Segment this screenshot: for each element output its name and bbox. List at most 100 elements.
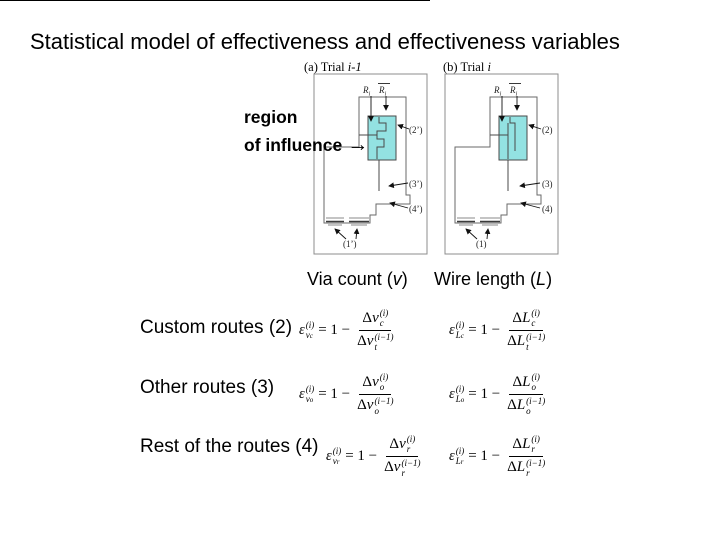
variable: L xyxy=(516,459,526,476)
epsilon: ε xyxy=(299,385,305,402)
sub-subscript: c xyxy=(309,332,313,340)
delta: Δ xyxy=(357,333,367,350)
scripts: (i−1)t xyxy=(526,332,545,353)
callout-1-arrow-left xyxy=(334,228,347,240)
callout-2-arrow xyxy=(528,123,542,130)
scripts: (i)vr xyxy=(333,446,342,467)
caption-a-var: i-1 xyxy=(347,60,362,74)
delta: Δ xyxy=(384,459,394,476)
region-of-influence-rect xyxy=(367,115,397,161)
callout-1: (1’) xyxy=(343,239,357,249)
callout-3-arrow xyxy=(519,182,541,189)
variable: v xyxy=(366,397,374,414)
subscript: vo xyxy=(305,394,314,404)
row-label-rest-routes: Rest of the routes (4) xyxy=(140,436,319,457)
subscript: o xyxy=(379,382,385,393)
superscript: (i−1) xyxy=(526,457,546,468)
equals-one-minus: = 1 − xyxy=(468,447,501,464)
via-header-var: v xyxy=(392,269,402,289)
subscript: c xyxy=(379,318,384,329)
outer-box xyxy=(313,73,428,255)
caption-b-text: (b) Trial xyxy=(443,60,488,74)
epsilon: ε xyxy=(299,321,305,338)
via-header-text: Via count ( xyxy=(307,269,393,289)
scripts: (i)Lr xyxy=(456,446,465,467)
scripts: (i−1)o xyxy=(374,396,393,417)
caption-trial-a: (a) Trial i-1 xyxy=(304,60,362,75)
scripts: (i)o xyxy=(531,372,540,393)
subscript: Lo xyxy=(455,394,465,404)
subscript: r xyxy=(401,467,405,478)
delta: Δ xyxy=(389,435,400,452)
superscript: (i) xyxy=(455,319,465,330)
top-border-line xyxy=(0,0,430,1)
superscript: (i−1) xyxy=(401,457,421,468)
slide-title: Statistical model of effectiveness and e… xyxy=(30,29,620,54)
callout-2-arrow xyxy=(397,123,410,130)
r-label: Ri xyxy=(493,85,502,98)
callout-1: (1) xyxy=(476,239,487,249)
callout-3: (3) xyxy=(542,179,553,189)
variable: v xyxy=(372,309,379,326)
superscript: (i−1) xyxy=(374,395,394,406)
superscript: (i) xyxy=(455,383,465,394)
epsilon-term: ε(i)Lc xyxy=(449,320,464,341)
subscript: t xyxy=(374,341,377,352)
subscript: o xyxy=(526,405,531,416)
epsilon: ε xyxy=(326,447,332,464)
equals-one-minus: = 1 − xyxy=(345,447,378,464)
via-count-header: Via count (v) xyxy=(307,269,408,290)
variable: v xyxy=(366,333,374,350)
variable: v xyxy=(399,435,406,452)
superscript: (i−1) xyxy=(526,331,546,342)
callout-3-arrow xyxy=(388,182,409,189)
epsilon-term: ε(i)Lr xyxy=(449,446,464,467)
subscript: o xyxy=(531,382,536,393)
superscript: (i) xyxy=(531,307,540,318)
subscript: Lr xyxy=(455,456,464,466)
subscript: r xyxy=(406,444,411,455)
outer-box xyxy=(444,73,559,255)
sub-subscript: r xyxy=(336,458,340,466)
region-of-influence-label: region of influence→ xyxy=(244,104,368,159)
region-label-text: of influence xyxy=(244,135,343,155)
superscript: (i) xyxy=(332,445,342,456)
scripts: (i−1)r xyxy=(401,458,420,479)
trial-diagram-b: Ri Ri (2) (3) (4) (1) xyxy=(444,73,559,255)
superscript: (i) xyxy=(406,433,416,444)
superscript: (i) xyxy=(455,445,465,456)
hatch-lines xyxy=(326,217,369,226)
caption-a-text: (a) Trial xyxy=(304,60,348,74)
equals-one-minus: = 1 − xyxy=(318,385,351,402)
epsilon-term: ε(i)Lo xyxy=(449,384,464,405)
delta: Δ xyxy=(362,309,373,326)
superscript: (i−1) xyxy=(374,331,394,342)
routing-boundary xyxy=(323,96,411,224)
superscript: (i−1) xyxy=(526,395,546,406)
delta: Δ xyxy=(357,397,367,414)
superscript: (i) xyxy=(305,383,315,394)
scripts: (i−1)o xyxy=(526,396,545,417)
r-bar-label: Ri xyxy=(509,85,518,98)
trial-diagram-a: Ri Ri (2’) (3’) (4’) (1’) xyxy=(313,73,428,255)
equals-one-minus: = 1 − xyxy=(468,385,501,402)
callout-3: (3’) xyxy=(409,179,423,189)
route-stub xyxy=(490,123,509,159)
scripts: (i)o xyxy=(380,372,389,393)
callout-1-arrow-left xyxy=(465,228,478,240)
wire-header-text: Wire length ( xyxy=(434,269,537,289)
superscript: (i) xyxy=(379,307,389,318)
variable: L xyxy=(522,435,531,452)
variable: L xyxy=(516,397,526,414)
delta: Δ xyxy=(507,397,517,414)
